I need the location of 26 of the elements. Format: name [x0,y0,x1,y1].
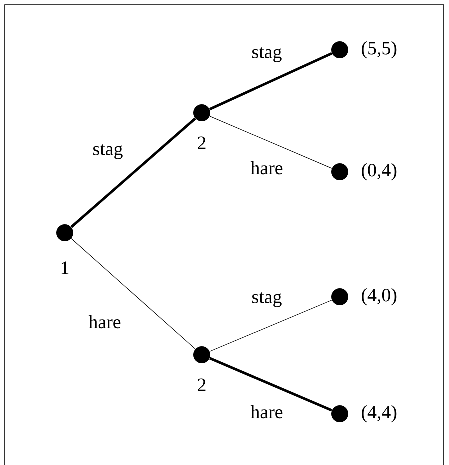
edge-label: hare [250,160,284,176]
edge-label: hare [250,404,284,420]
tree-branch [209,52,333,111]
payoff-label: (0,4) [362,163,397,181]
player-label: 2 [198,378,206,392]
payoff-label: (5,5) [362,41,397,59]
edge-label: stag [250,292,284,308]
player-label: 2 [198,136,206,150]
tree-branch [71,238,196,350]
edge-label: hare [88,314,122,330]
game-node [194,346,210,364]
tree-branch [209,357,332,412]
tree-branch [70,118,196,228]
game-node [56,224,74,242]
game-node [194,104,210,122]
edge-label: stag [92,144,124,160]
tree-branch [210,116,332,169]
game-node [332,42,348,58]
game-node [332,406,348,422]
tree-branch [210,300,332,352]
payoff-label: (4,4) [362,405,397,423]
payoff-label: (4,0) [362,288,397,306]
player-label: 1 [62,262,69,274]
game-node [332,288,348,306]
game-node [332,164,348,180]
edge-label: stag [250,46,284,64]
